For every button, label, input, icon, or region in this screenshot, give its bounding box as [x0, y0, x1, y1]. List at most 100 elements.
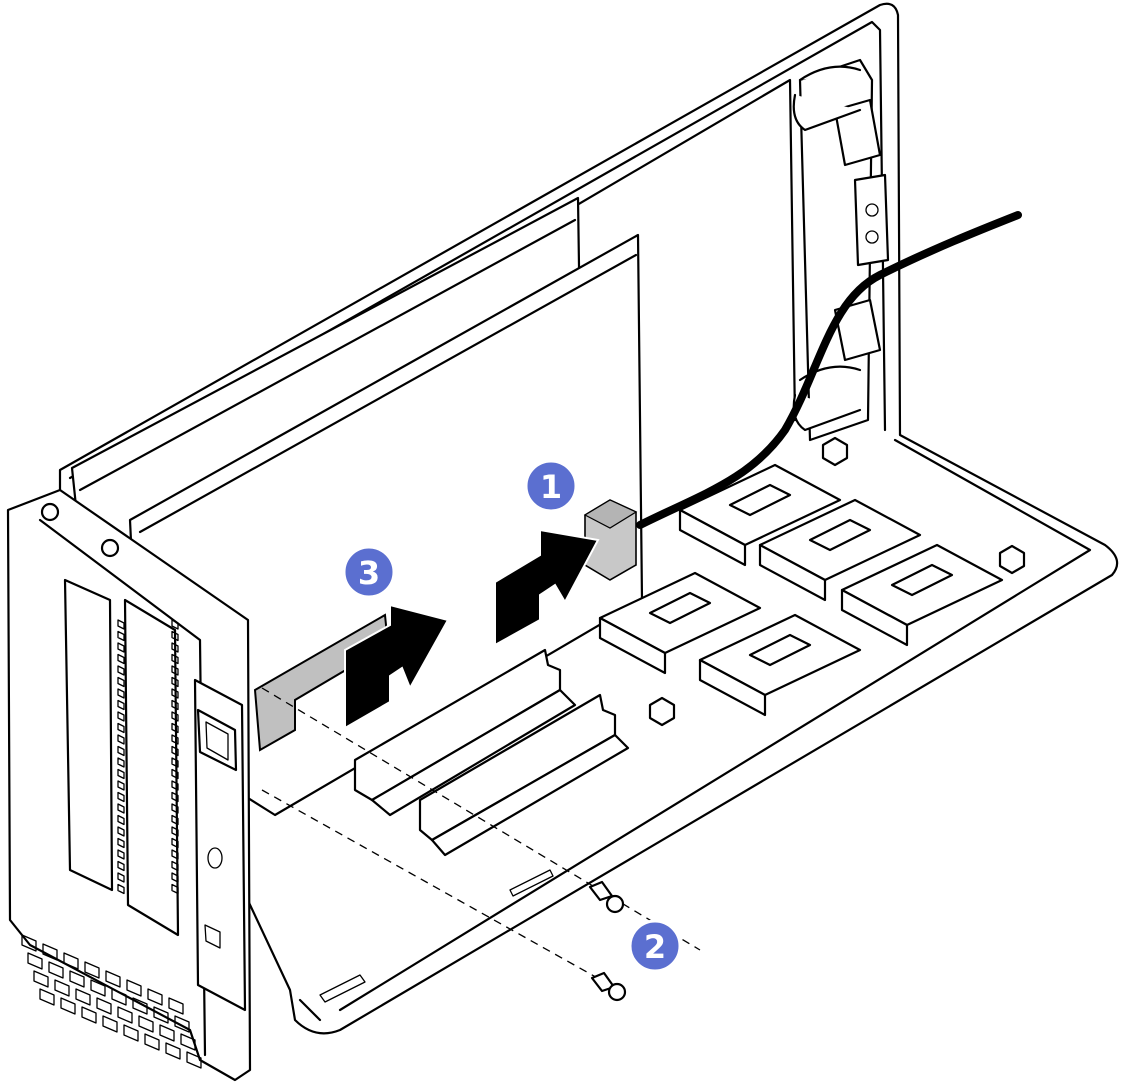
vent-slot: [144, 1033, 160, 1051]
vent-slot: [153, 1006, 169, 1024]
vent-slot: [27, 952, 43, 970]
screw-icon: [588, 880, 627, 1002]
bracket-perforation: [117, 768, 125, 780]
bracket-perforation: [117, 883, 125, 895]
riser-base-plate: [298, 436, 1092, 1022]
bracket-perforation: [117, 791, 125, 803]
vent-slot: [84, 961, 100, 979]
bracket-perforation: [117, 642, 125, 653]
connector-latch: [808, 518, 872, 552]
callout-2-label: 2: [644, 928, 666, 966]
bracket-perforation: [171, 814, 179, 826]
bracket-perforation: [171, 665, 179, 676]
callout-3-label: 3: [358, 554, 380, 592]
vent-slot: [42, 943, 58, 961]
bracket-perforation: [171, 837, 179, 849]
bracket-perforation: [117, 711, 125, 722]
vent-slot: [54, 979, 70, 997]
vent-slot: [60, 997, 76, 1015]
cable-connector: [583, 499, 638, 581]
bracket-perforation: [117, 826, 125, 837]
vent-slot: [111, 988, 127, 1006]
bracket-perforation: [117, 814, 125, 826]
connector-block-side: [698, 658, 767, 717]
bracket-perforation: [117, 722, 125, 734]
vent-slot: [138, 1015, 154, 1033]
bracket-perforation: [117, 676, 125, 688]
bracket-perforation: [117, 803, 125, 814]
bracket-perforation: [117, 849, 125, 860]
bracket-perforation: [171, 699, 179, 711]
callout-1: 1: [524, 459, 578, 513]
vent-slot: [132, 997, 148, 1015]
vent-slot: [105, 970, 121, 988]
bracket-perforation: [117, 619, 125, 630]
bracket-perforation: [171, 826, 179, 837]
connector-block-side: [758, 543, 827, 602]
bracket-perforation: [171, 780, 179, 791]
vent-slot: [96, 997, 112, 1015]
connector-block-side: [598, 616, 667, 675]
vent-slot: [168, 997, 184, 1015]
bracket-perforation: [117, 699, 125, 711]
vent-slot: [81, 1006, 97, 1024]
bracket-perforation: [171, 630, 179, 642]
bracket-perforation: [171, 860, 179, 872]
bracket-perforation: [117, 665, 125, 676]
bracket-perforation: [171, 791, 179, 803]
bracket-perforation: [117, 745, 125, 757]
push-arrow-icon: [494, 528, 600, 647]
bracket-perforation: [117, 630, 125, 642]
bracket-perforation: [171, 872, 179, 883]
bracket-perforation: [171, 722, 179, 734]
connector-block-side: [678, 508, 747, 567]
connector-latch: [890, 563, 954, 597]
vent-slot: [33, 970, 49, 988]
riser-front-bracket: [6, 488, 252, 1082]
vent-slot: [39, 988, 55, 1006]
vent-slot: [165, 1042, 181, 1060]
bracket-perforation: [171, 619, 179, 630]
bracket-perforation: [117, 653, 125, 665]
vent-slot: [186, 1051, 202, 1069]
connector-latch: [748, 633, 812, 667]
bracket-perforation: [117, 734, 125, 745]
vent-slot: [123, 1024, 139, 1042]
bracket-perforation: [117, 837, 125, 849]
bracket-perforation: [171, 653, 179, 665]
vent-slot: [90, 979, 106, 997]
bracket-perforation: [117, 757, 125, 768]
bracket-perforation: [117, 780, 125, 791]
vent-slot: [21, 934, 37, 952]
bracket-perforation: [171, 883, 179, 895]
vent-slot: [48, 961, 64, 979]
push-arrow-icon: [344, 603, 450, 730]
callout-2: 2: [628, 919, 682, 973]
vent-slot: [63, 952, 79, 970]
bracket-perforation: [171, 745, 179, 757]
bracket-perforation: [171, 849, 179, 860]
bracket-perforation: [171, 757, 179, 768]
bracket-perforation: [171, 768, 179, 780]
vent-slot: [174, 1015, 190, 1033]
connector-block-side: [840, 588, 909, 647]
connector-array: [598, 463, 1004, 717]
bracket-perforation: [171, 803, 179, 814]
bracket-perforation: [171, 642, 179, 653]
vent-slot: [69, 970, 85, 988]
callout-1-label: 1: [540, 468, 562, 506]
bracket-perforation: [117, 872, 125, 883]
vent-slot: [180, 1033, 196, 1051]
bracket-perforation: [117, 860, 125, 872]
bracket-perforation: [117, 688, 125, 699]
connector-latch: [728, 483, 792, 517]
bracket-perforation: [171, 688, 179, 699]
vent-slot: [117, 1006, 133, 1024]
vent-slot: [75, 988, 91, 1006]
vent-slot: [147, 988, 163, 1006]
bracket-perforation: [171, 711, 179, 722]
vent-slot: [126, 979, 142, 997]
vent-slot: [159, 1024, 175, 1042]
connector-latch: [648, 591, 712, 625]
